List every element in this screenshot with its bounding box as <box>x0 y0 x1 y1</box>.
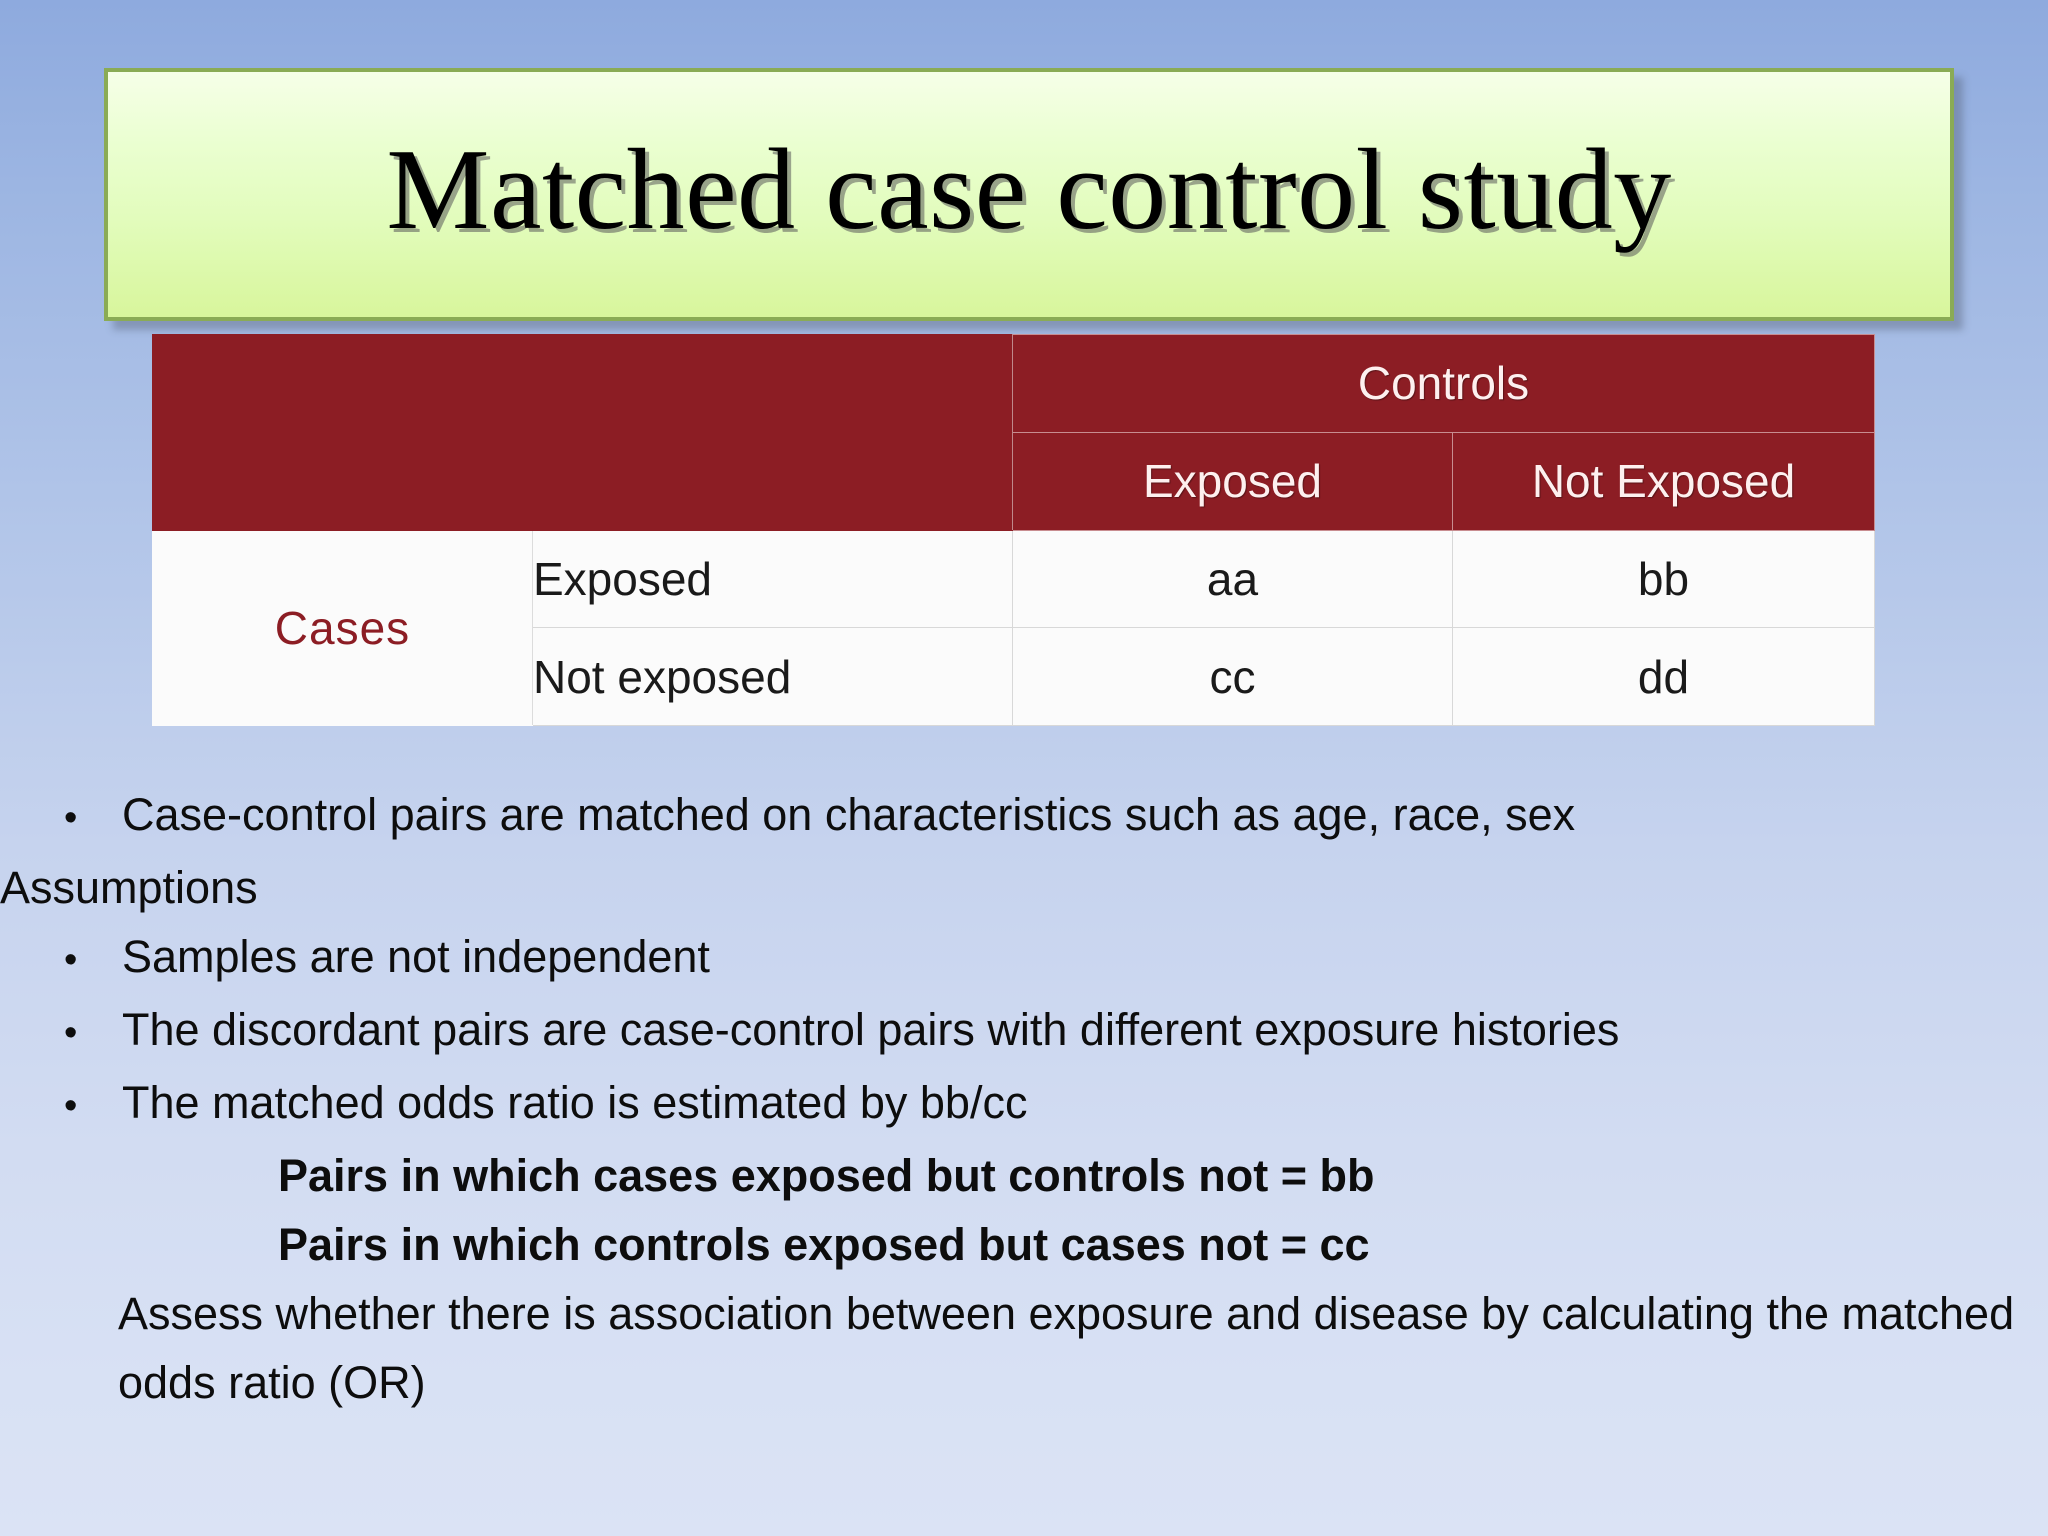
emphasis-line-2: Pairs in which controls exposed but case… <box>278 1219 1370 1270</box>
bullet-icon: • <box>64 797 78 839</box>
bullet-item-4-label: The matched odds ratio is estimated by b… <box>122 1077 1028 1128</box>
assumptions-heading: Assumptions <box>0 862 258 913</box>
bullet-item-3: • The discordant pairs are case-control p… <box>0 995 2048 1068</box>
table-cell-bb: bb <box>1451 529 1876 629</box>
bullet-item-3-label: The discordant pairs are case-control pa… <box>122 1004 1620 1055</box>
table-cell-aa: aa <box>1012 529 1453 629</box>
table-row-label-exposed: Exposed <box>532 529 1013 629</box>
table-corner-blank <box>152 334 1013 531</box>
table-row-group-label-cases: Cases <box>152 529 533 726</box>
emphasis-line-1: Pairs in which cases exposed but control… <box>278 1150 1375 1201</box>
matched-pairs-table: Controls Exposed Not Exposed Cases Expos… <box>152 334 1876 726</box>
bullet-icon: • <box>64 1085 78 1127</box>
bullet-item-2: • Samples are not independent <box>0 922 2048 995</box>
bullet-icon: • <box>64 1012 78 1054</box>
table-group-header-controls: Controls <box>1011 334 1876 433</box>
table-row: Cases Exposed aa bb <box>152 529 1876 726</box>
table-col-header-exposed: Exposed <box>1012 431 1453 531</box>
table-header-row-columns: Exposed Not Exposed <box>153 431 1876 531</box>
title-box: Matched case control study <box>104 68 1954 321</box>
bullet-item-1: • Case-control pairs are matched on chara… <box>0 780 2048 853</box>
table-header-row-group: Controls <box>152 334 1876 531</box>
closing-paragraph: Assess whether there is association betw… <box>118 1288 2015 1408</box>
matched-table-container: Controls Exposed Not Exposed Cases Expos… <box>152 334 1876 726</box>
slide-body: • Case-control pairs are matched on chara… <box>0 780 2048 1417</box>
bullet-item-2-label: Samples are not independent <box>122 931 710 982</box>
page-title: Matched case control study <box>386 125 1672 254</box>
bullet-item-4: • The matched odds ratio is estimated by … <box>0 1068 2048 1141</box>
table-col-header-not-exposed: Not Exposed <box>1451 431 1876 531</box>
bullet-item-1-label: Case-control pairs are matched on charac… <box>122 789 1576 840</box>
table-cell-dd: dd <box>1451 627 1876 726</box>
table-row: Not exposed cc dd <box>153 627 1876 726</box>
table-cell-cc: cc <box>1012 627 1453 726</box>
table-row-label-not-exposed: Not exposed <box>532 627 1013 726</box>
bullet-icon: • <box>64 939 78 981</box>
